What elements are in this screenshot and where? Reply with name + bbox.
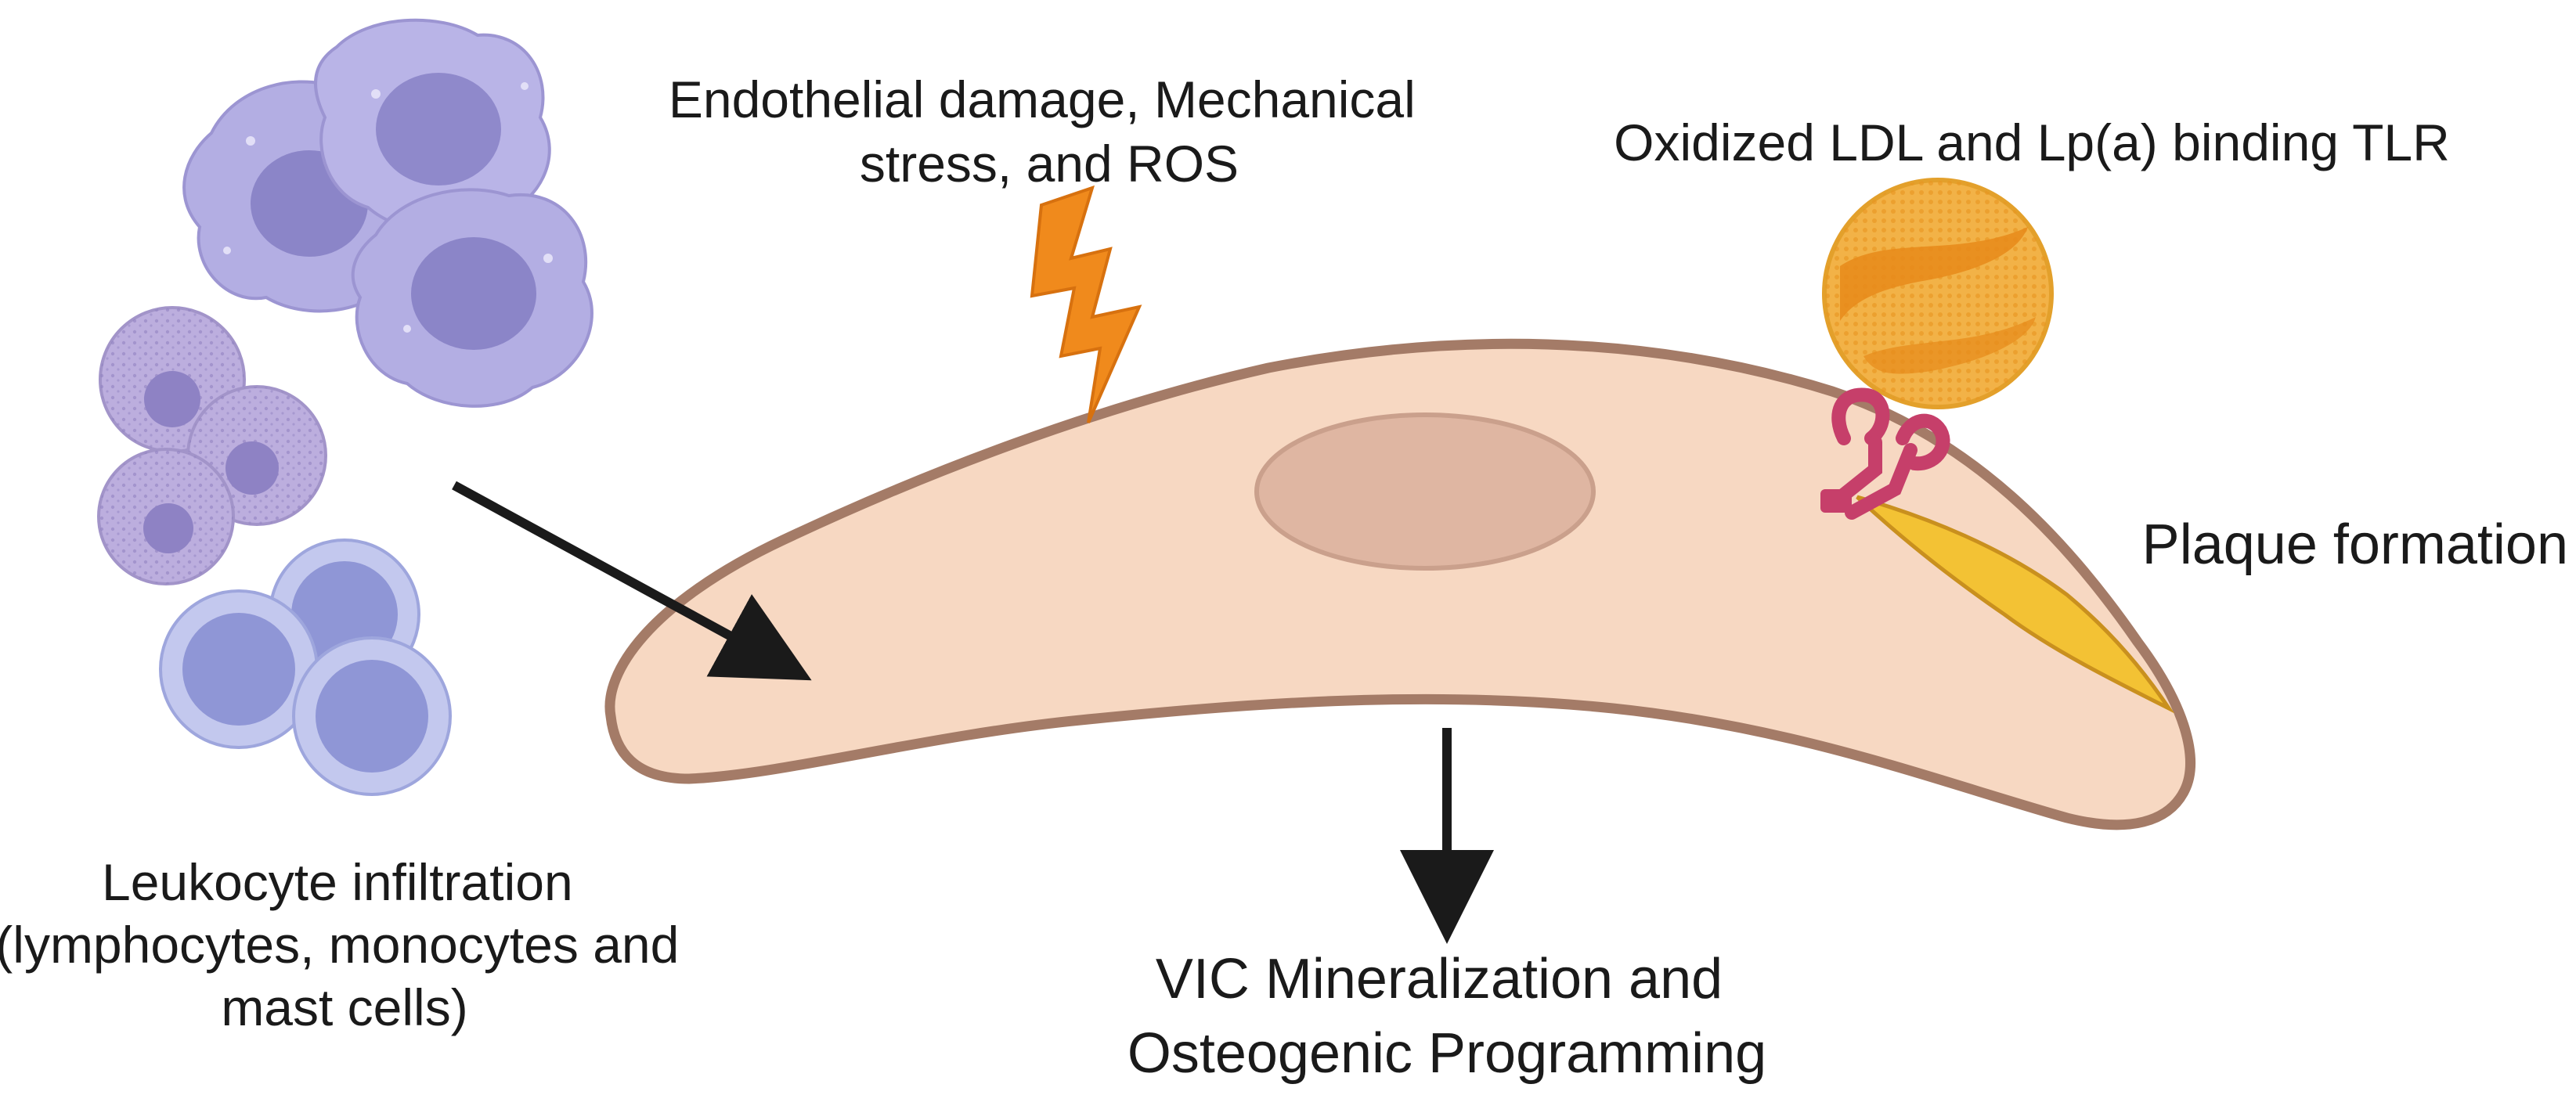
vic-mineralization-label: VIC Mineralization and Osteogenic Progra… [1127,948,1766,1085]
plaque-deposit-icon [1856,495,2175,714]
leukocyte-label: Leukocyte infiltration (lymphocytes, mon… [0,853,694,1036]
valve-interstitial-cell [604,338,2195,830]
tlr-receptor-icon [1820,387,1950,520]
mast-cell-cluster-icon [97,306,327,585]
endothelial-label: Endothelial damage, Mechanical stress, a… [669,70,1430,193]
infiltration-arrow [452,481,812,681]
lightning-icon [1030,185,1142,423]
monocyte-cluster-icon [182,18,593,408]
lymphocyte-cluster-icon [159,538,452,796]
cell-nucleus [1254,412,1596,571]
plaque-formation-label: Plaque formation [2142,513,2568,576]
oxidized-ldl-label: Oxidized LDL and Lp(a) binding TLR [1614,113,2450,171]
lipoprotein-icon [1822,178,2054,409]
